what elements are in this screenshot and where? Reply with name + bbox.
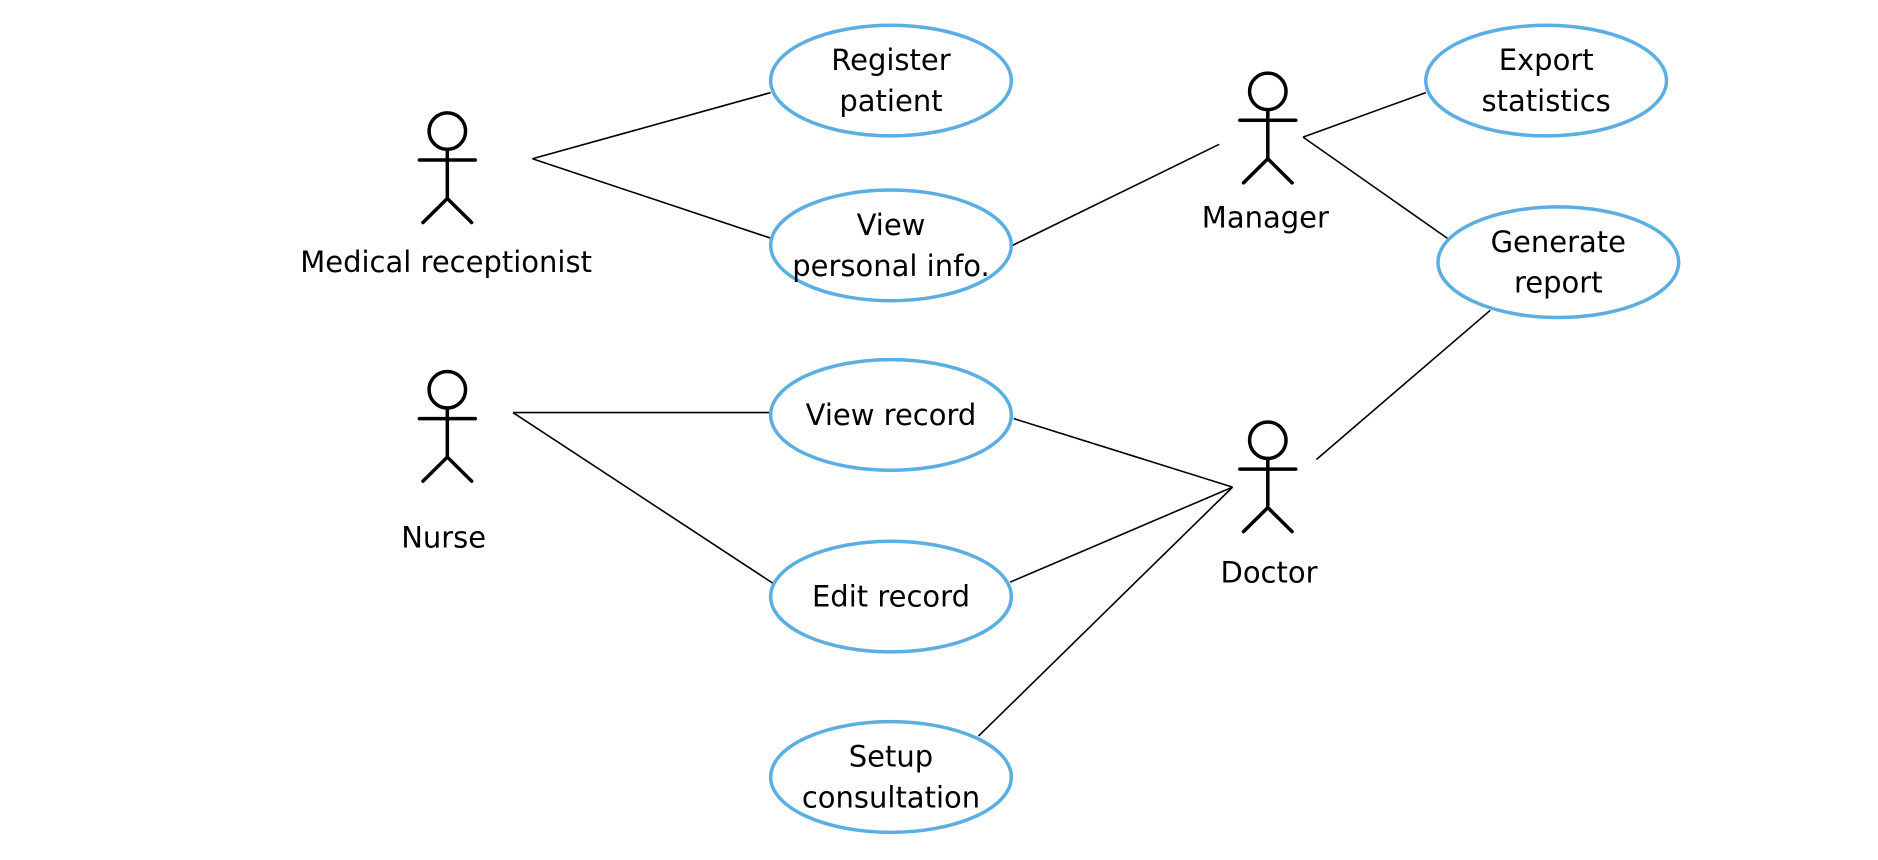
use-case-ellipse xyxy=(768,719,1014,835)
actor-stick-figure-icon xyxy=(1238,71,1298,185)
actor-nurse[interactable]: Nurse xyxy=(401,369,486,555)
association-receptionist-view-info xyxy=(532,158,771,239)
use-case-label: View xyxy=(857,208,926,242)
association-doctor-setup xyxy=(977,486,1234,737)
use-case-label: Edit record xyxy=(812,580,970,614)
association-doctor-edit-record xyxy=(1009,486,1233,583)
use-case-ellipse xyxy=(768,23,1014,138)
actor-manager[interactable]: Manager xyxy=(1202,71,1329,235)
association-doctor-report xyxy=(1315,309,1491,461)
use-case-ellipse xyxy=(1424,23,1669,138)
use-case-view-record[interactable]: View record xyxy=(768,357,1014,473)
association-manager-view-info xyxy=(1012,143,1220,247)
actor-stick-figure-icon xyxy=(417,369,478,483)
use-case-label: consultation xyxy=(802,780,980,814)
use-case-label: View record xyxy=(806,398,977,432)
use-case-label: report xyxy=(1514,266,1603,300)
actor-label: Medical receptionist xyxy=(300,245,592,279)
use-case-label: Setup xyxy=(849,740,933,774)
use-case-label: Export xyxy=(1499,43,1594,77)
association-nurse-edit-record xyxy=(512,411,774,585)
use-case-label: patient xyxy=(839,84,942,118)
use-case-label: Register xyxy=(831,43,950,77)
use-case-label: Generate xyxy=(1491,225,1626,259)
association-doctor-view-record xyxy=(1013,417,1233,488)
actor-stick-figure-icon xyxy=(417,111,478,225)
actor-receptionist[interactable]: Medical receptionist xyxy=(300,111,592,279)
associations-layer xyxy=(512,91,1491,737)
use-case-ellipse xyxy=(1436,205,1681,320)
association-receptionist-register xyxy=(532,91,771,160)
use-case-export[interactable]: Export statistics xyxy=(1424,23,1669,138)
association-manager-report xyxy=(1302,136,1450,241)
use-case-ellipse xyxy=(768,188,1014,303)
actor-stick-figure-icon xyxy=(1238,420,1298,534)
use-case-ellipse xyxy=(768,357,1014,473)
actor-label: Doctor xyxy=(1220,556,1317,590)
actor-label: Manager xyxy=(1202,201,1329,235)
use-case-label: statistics xyxy=(1482,84,1611,118)
use-case-register[interactable]: Register patient xyxy=(768,23,1014,138)
association-manager-export xyxy=(1302,91,1427,138)
use-case-report[interactable]: Generate report xyxy=(1436,205,1681,320)
actor-doctor[interactable]: Doctor xyxy=(1220,420,1318,590)
use-case-view-info[interactable]: View personal info. xyxy=(768,188,1014,303)
use-case-setup[interactable]: Setup consultation xyxy=(768,719,1014,835)
use-case-label: personal info. xyxy=(792,249,990,283)
use-case-ellipse xyxy=(768,539,1014,654)
actor-label: Nurse xyxy=(401,521,486,555)
use-case-edit-record[interactable]: Edit record xyxy=(768,539,1014,654)
